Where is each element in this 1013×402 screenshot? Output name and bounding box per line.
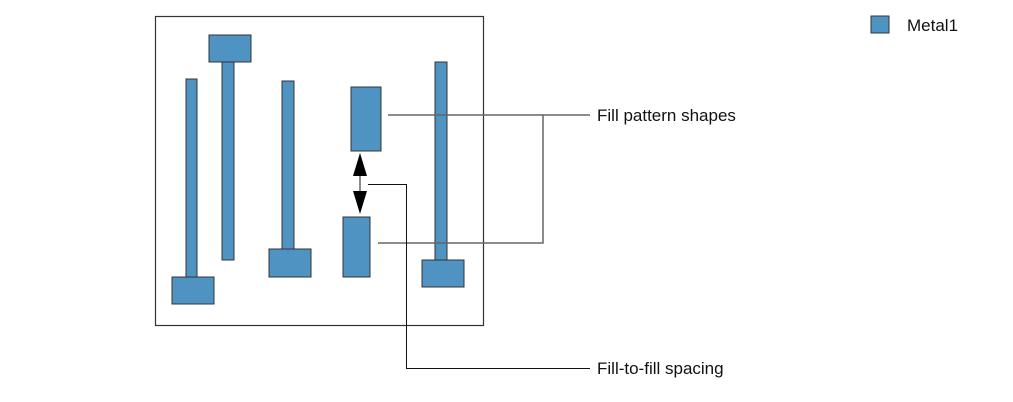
fill-shape-bottom xyxy=(342,216,371,278)
fill-shape-top xyxy=(350,86,382,152)
wire-1 xyxy=(185,78,198,278)
legend-label-metal1: Metal1 xyxy=(907,16,958,35)
spacing-leader xyxy=(368,184,590,369)
fill-shapes-label: Fill pattern shapes xyxy=(597,106,736,125)
fill-shapes-leader xyxy=(378,114,590,244)
fill-shapes xyxy=(342,86,382,278)
wire-2 xyxy=(221,61,235,261)
wire-4 xyxy=(434,61,448,261)
arrow-up-icon xyxy=(353,153,367,176)
spacing-label: Fill-to-fill spacing xyxy=(597,359,724,378)
wire-4-pad xyxy=(421,259,465,288)
wire-1-pad xyxy=(171,276,215,305)
arrow-down-icon xyxy=(353,191,367,214)
wire-2-pad xyxy=(208,34,252,63)
metal-wires xyxy=(171,34,465,305)
spacing-arrow xyxy=(353,153,367,214)
legend: Metal1 xyxy=(870,15,958,35)
layout-boundary xyxy=(154,15,485,327)
wire-3 xyxy=(281,80,295,250)
wire-3-pad xyxy=(268,248,312,278)
legend-swatch-metal1 xyxy=(870,15,890,34)
